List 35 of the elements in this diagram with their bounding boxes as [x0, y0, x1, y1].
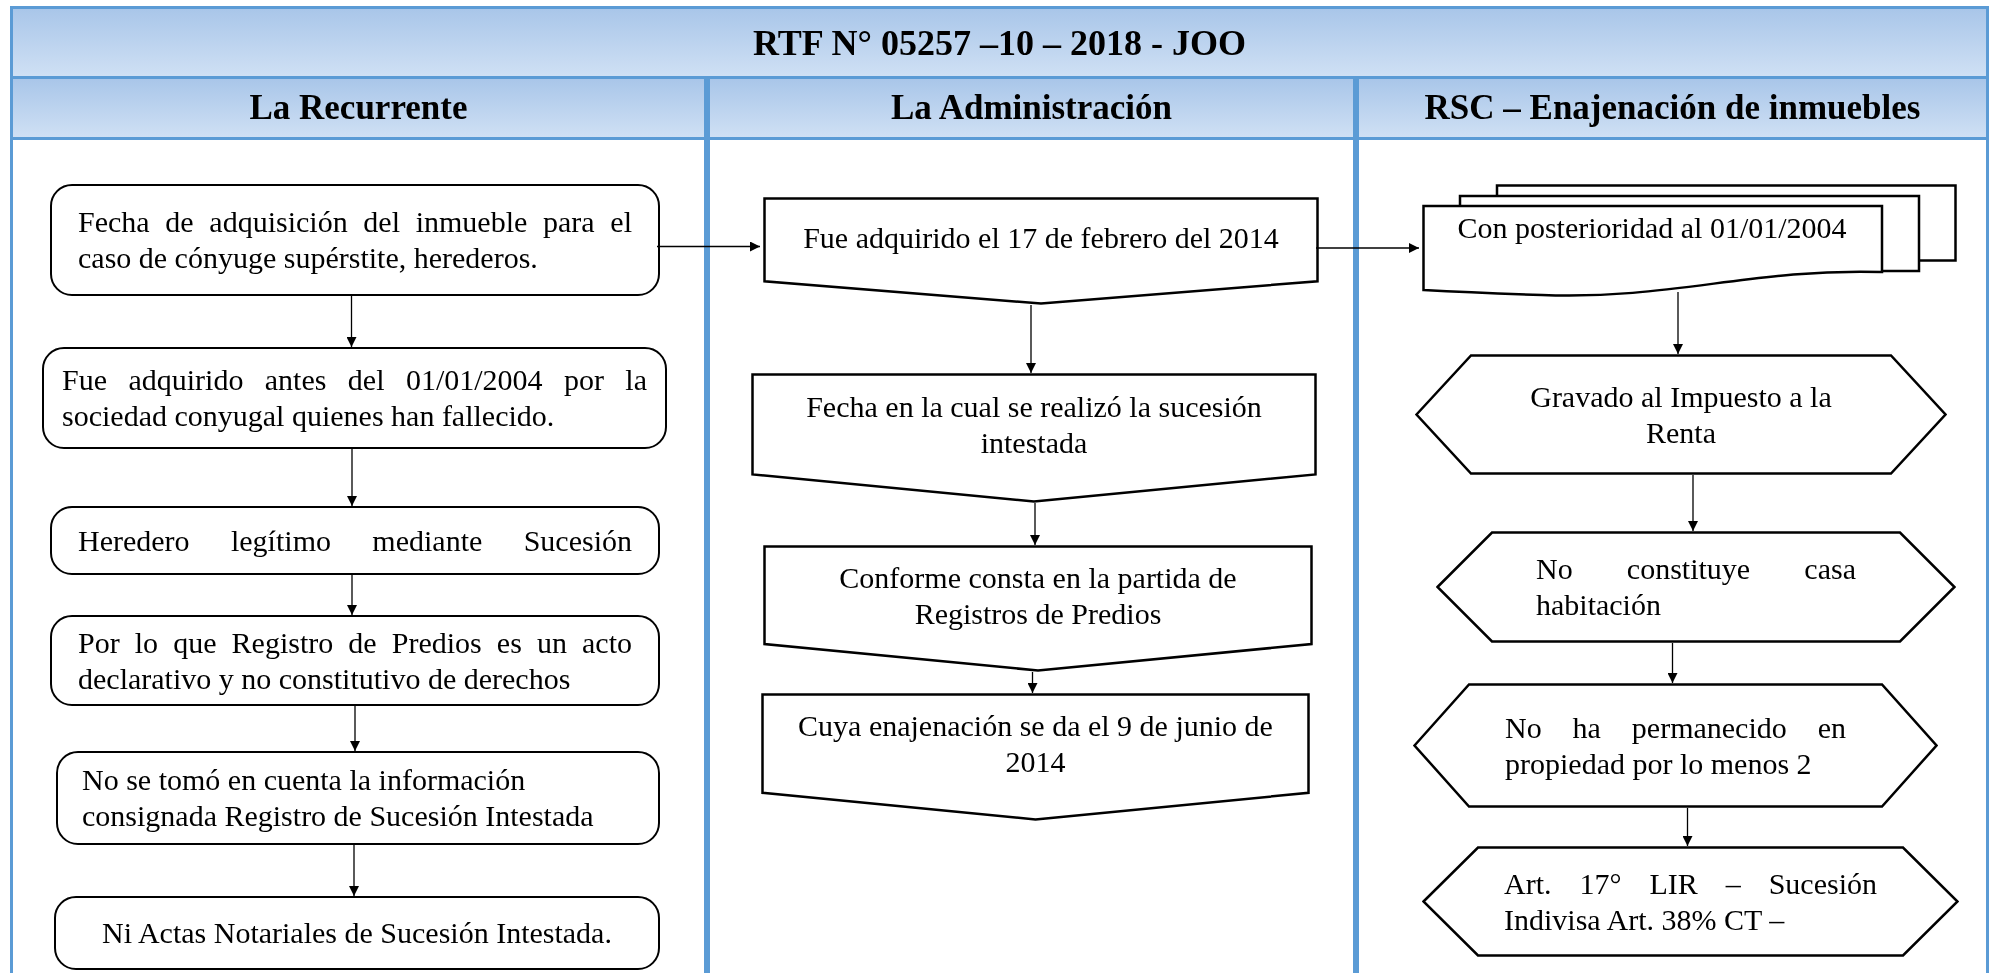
offpage-connector-shape: Fue adquirido el 17 de febrero del 2014 — [763, 197, 1319, 305]
process-box: Por lo que Registro de Predios es un acto declarativo y no constitutivo de derechos — [50, 615, 660, 706]
process-box: Fecha de adquisición del inmueble para el caso de cónyuge supérstite, herederos. — [50, 184, 660, 296]
lane-header: La Recurrente — [13, 79, 704, 140]
preparation-hexagon: No ha permanecido en propiedad por lo menos 2 — [1413, 683, 1938, 808]
arrow — [1688, 474, 1698, 532]
preparation-hexagon: No constituye casa habitación — [1436, 531, 1956, 643]
process-box: Fue adquirido antes del 01/01/2004 por la sociedad conyugal quienes han fallecido. — [42, 347, 667, 449]
preparation-hexagon: Gravado al Impuesto a la Renta — [1415, 354, 1947, 475]
arrow — [1682, 807, 1693, 847]
process-box: Heredero legítimo mediante Sucesión — [50, 506, 660, 575]
arrow — [349, 844, 359, 897]
arrow — [1030, 502, 1040, 546]
lane-header: La Administración — [710, 79, 1353, 140]
arrow — [346, 295, 357, 348]
lane-header: RSC – Enajenación de inmuebles — [1359, 79, 1986, 140]
preparation-hexagon: Art. 17° LIR – Sucesión Indivisa Art. 38% CT – — [1422, 846, 1959, 957]
arrow — [1315, 243, 1420, 253]
swimlane — [1356, 79, 1989, 973]
offpage-connector-shape: Fecha en la cual se realizó la sucesión intestada — [751, 373, 1317, 503]
arrow — [350, 705, 360, 752]
arrow — [347, 574, 357, 616]
arrow — [1027, 671, 1038, 694]
swimlane — [707, 79, 1356, 973]
arrow — [347, 448, 357, 507]
offpage-connector-shape: Cuya enajenación se da el 9 de junio de 2014 — [761, 693, 1310, 821]
offpage-connector-shape: Conforme consta en la partida de Registros de Predios — [763, 545, 1313, 672]
arrow — [1026, 304, 1036, 374]
arrow — [656, 241, 761, 252]
arrow — [1673, 291, 1683, 355]
process-box: Ni Actas Notariales de Sucesión Intestada. — [54, 896, 660, 970]
process-box: No se tomó en cuenta la información consignada Registro de Sucesión Intestada — [56, 751, 660, 845]
arrow — [1667, 642, 1678, 684]
title-band: RTF N° 05257 –10 – 2018 - JOO — [10, 6, 1989, 79]
swimlane — [10, 79, 707, 973]
